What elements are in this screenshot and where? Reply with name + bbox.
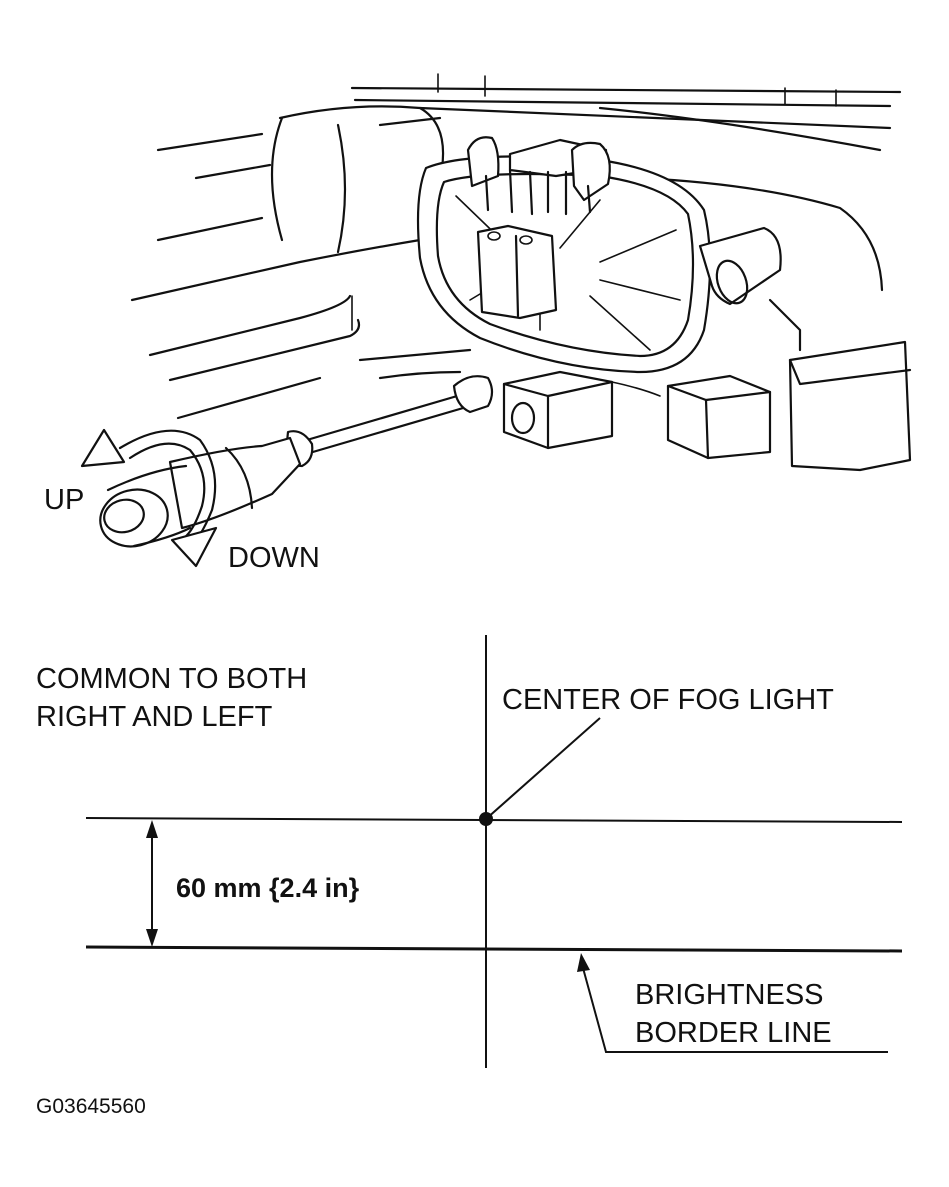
rotation-arrow — [80, 428, 218, 568]
fog-light-bracket — [666, 226, 912, 472]
brightness-label-line2: BORDER LINE — [635, 1017, 832, 1049]
fog-light-adjustment-illustration: UP DOWN — [44, 73, 912, 574]
border-leader — [577, 953, 888, 1053]
distance-dimension — [146, 820, 158, 947]
center-leader-line — [485, 717, 601, 820]
brightness-border-line — [85, 945, 903, 953]
aiming-screw-block — [502, 370, 661, 450]
dimension-arrow-down-icon — [146, 929, 158, 947]
center-of-fog-light-label: CENTER OF FOG LIGHT — [502, 684, 834, 716]
screwdriver — [99, 375, 494, 548]
bulb-connector — [466, 136, 611, 320]
aiming-chart: COMMON TO BOTH RIGHT AND LEFT CENTER OF … — [36, 635, 903, 1068]
down-label: DOWN — [228, 542, 320, 574]
up-label: UP — [44, 484, 84, 516]
border-arrow-icon — [577, 953, 590, 972]
brightness-label-line1: BRIGHTNESS — [635, 979, 824, 1011]
common-note-line2: RIGHT AND LEFT — [36, 701, 273, 733]
common-note-line1: COMMON TO BOTH — [36, 663, 307, 695]
distance-label: 60 mm {2.4 in} — [176, 873, 360, 903]
horizontal-center-line — [85, 817, 903, 823]
dimension-arrow-up-icon — [146, 820, 158, 838]
bumper-outline — [130, 73, 902, 420]
fog-light-housing — [416, 155, 712, 374]
figure-code: G03645560 — [36, 1095, 146, 1118]
